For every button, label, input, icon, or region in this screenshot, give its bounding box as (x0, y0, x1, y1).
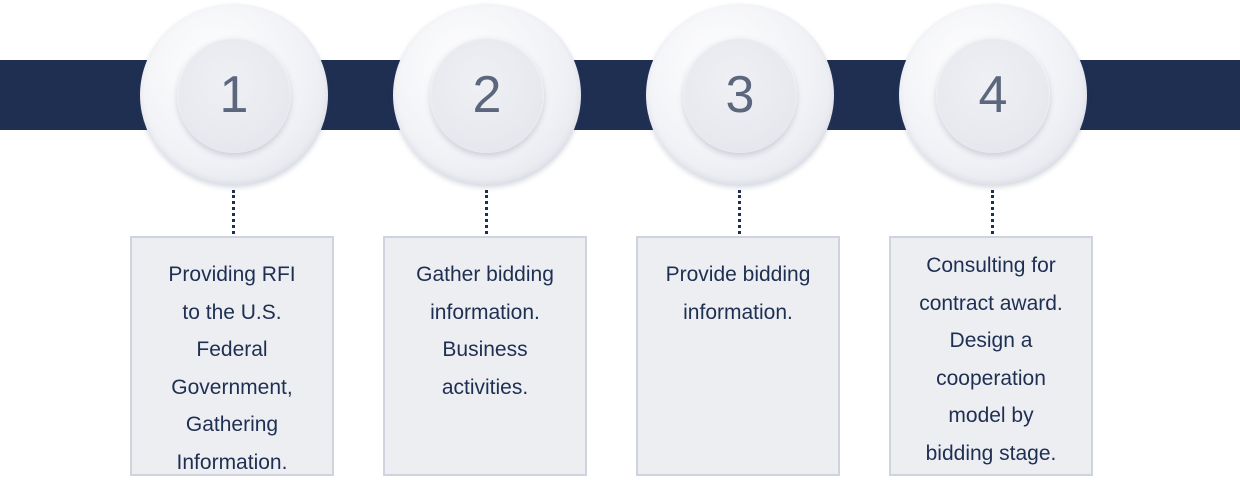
step-4-connector (991, 190, 994, 234)
step-4: 4 Consulting for contract award. Design … (889, 0, 1099, 482)
step-3-circle: 3 (646, 4, 834, 186)
step-2-circle: 2 (393, 4, 581, 186)
step-2-number-badge: 2 (430, 37, 544, 153)
step-1-number-badge: 1 (177, 37, 291, 153)
step-4-circle: 4 (899, 4, 1087, 186)
step-4-description: Consulting for contract award. Design a … (919, 254, 1063, 465)
step-1-card: Providing RFI to the U.S. Federal Govern… (130, 236, 334, 476)
step-2-connector (485, 190, 488, 234)
step-3-description: Provide bidding information. (665, 263, 811, 324)
step-2: 2 Gather bidding information. Business a… (383, 0, 593, 482)
step-1-description: Providing RFI to the U.S. Federal Govern… (168, 263, 296, 474)
step-4-number: 4 (978, 66, 1008, 124)
step-2-number: 2 (472, 66, 502, 124)
step-1-number: 1 (219, 66, 249, 124)
step-4-number-badge: 4 (936, 37, 1050, 153)
step-2-card: Gather bidding information. Business act… (383, 236, 587, 476)
step-1-connector (232, 190, 235, 234)
step-3: 3 Provide bidding information. (636, 0, 846, 482)
step-3-card: Provide bidding information. (636, 236, 840, 476)
step-2-description: Gather bidding information. Business act… (416, 263, 554, 399)
step-1: 1 Providing RFI to the U.S. Federal Gove… (130, 0, 340, 482)
step-3-number-badge: 3 (683, 37, 797, 153)
step-4-card: Consulting for contract award. Design a … (889, 236, 1093, 476)
step-3-connector (738, 190, 741, 234)
step-1-circle: 1 (140, 4, 328, 186)
step-3-number: 3 (725, 66, 755, 124)
